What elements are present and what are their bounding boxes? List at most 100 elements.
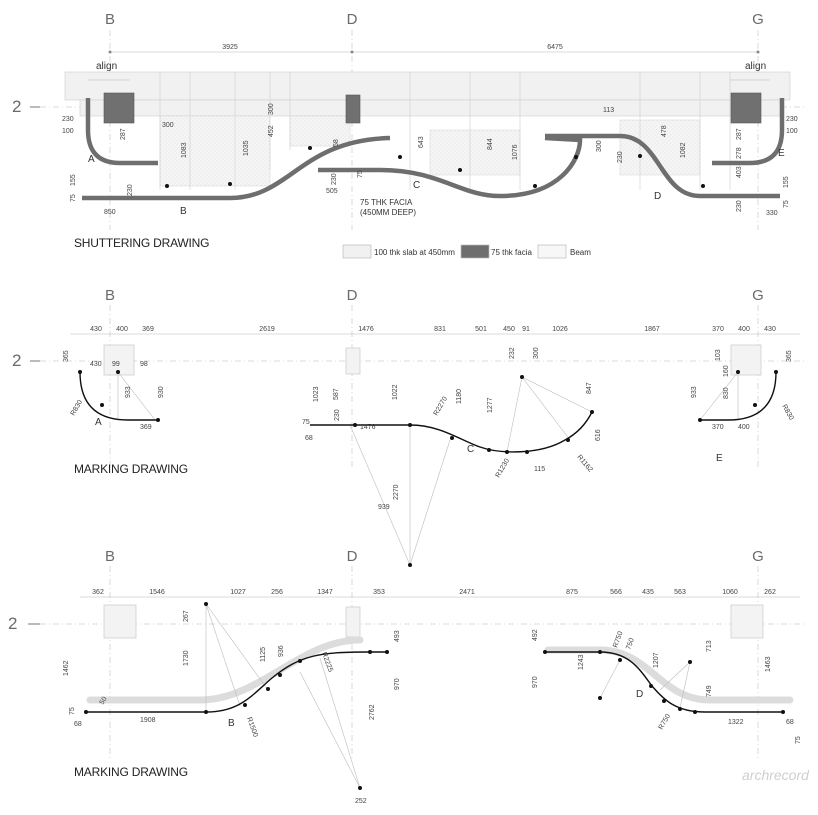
node	[618, 658, 622, 662]
svg-text:847: 847	[586, 382, 593, 394]
svg-text:R1230: R1230	[495, 458, 511, 479]
node	[100, 403, 104, 407]
svg-text:365: 365	[786, 350, 793, 362]
legend-swatch-beam	[537, 244, 567, 259]
svg-text:R1162: R1162	[575, 454, 593, 474]
dim-text: 113	[603, 107, 614, 114]
point-label-a: A	[88, 154, 95, 165]
marking-dims-2: 365 430 99 98 933 930 R830 369 1023 587 …	[63, 347, 795, 511]
node	[649, 684, 653, 688]
grid-label-d: D	[347, 287, 358, 304]
dim-text: 2619	[259, 326, 275, 333]
dim-text: 450	[503, 326, 515, 333]
svg-text:252: 252	[355, 798, 367, 805]
svg-text:R750: R750	[658, 713, 672, 731]
dim-tick	[108, 50, 112, 54]
legend: 100 thk slab at 450mm 75 thk facia Beam	[342, 244, 591, 259]
dim-text: 850	[104, 209, 116, 216]
node	[353, 423, 357, 427]
svg-text:1125: 1125	[260, 647, 267, 662]
dim-text: 91	[522, 326, 530, 333]
node	[505, 450, 509, 454]
node	[753, 403, 757, 407]
ghost-column-d	[345, 347, 361, 375]
svg-text:103: 103	[715, 349, 722, 361]
dim-text: 400	[116, 326, 128, 333]
grid-label-g: G	[752, 287, 764, 304]
facia-d	[545, 133, 780, 199]
svg-text:930: 930	[158, 386, 165, 398]
dim-text: 230	[736, 200, 743, 212]
svg-text:115: 115	[534, 466, 545, 473]
shuttering-dims: 230 100 287 300 1083 1035 452 300 58 643…	[62, 103, 798, 217]
svg-text:1277: 1277	[487, 397, 494, 413]
svg-text:1730: 1730	[183, 650, 190, 666]
svg-text:R830: R830	[70, 399, 84, 417]
watermark-text: archrecord	[742, 767, 810, 783]
dim-text: 643	[418, 136, 425, 148]
dim-text: 1026	[552, 326, 568, 333]
svg-text:970: 970	[394, 678, 401, 690]
svg-text:75: 75	[302, 419, 310, 426]
ghost-column-d	[345, 606, 361, 638]
dim-text: 369	[142, 326, 154, 333]
dim-text: 844	[487, 138, 494, 150]
dim-text: 452	[268, 125, 275, 137]
svg-text:493: 493	[394, 630, 401, 642]
node	[358, 786, 362, 790]
marking-section-2: B D G 2 362 1546 1027 256 1347 353 2471 …	[8, 548, 805, 805]
svg-text:970: 970	[532, 676, 539, 688]
hatched-void	[289, 115, 351, 147]
node	[688, 660, 692, 664]
legend-swatch-slab	[342, 244, 372, 259]
svg-text:R2225: R2225	[320, 651, 334, 673]
dim-text: 1867	[644, 326, 660, 333]
svg-text:300: 300	[533, 347, 540, 359]
dim-text: 155	[70, 174, 77, 186]
radius-lines-3	[205, 603, 691, 789]
svg-text:362: 362	[92, 589, 104, 596]
section-title-marking-2: MARKING DRAWING	[74, 765, 188, 779]
svg-text:50: 50	[99, 696, 109, 706]
grid-label-g: G	[752, 11, 764, 28]
radius-lines-2	[117, 371, 739, 566]
row-label-2: 2	[12, 97, 21, 116]
node	[598, 650, 602, 654]
grid-label-b: B	[105, 548, 115, 565]
svg-text:68: 68	[786, 719, 794, 726]
dim-text: 1083	[181, 142, 188, 158]
marking-curve-b	[86, 651, 387, 713]
node	[566, 438, 570, 442]
node	[525, 450, 529, 454]
dim-tick	[350, 50, 354, 54]
dim-text: 75	[70, 194, 77, 202]
facia-e	[712, 98, 785, 166]
node	[278, 673, 282, 677]
svg-text:75: 75	[69, 707, 76, 715]
row-label-2: 2	[12, 351, 21, 370]
svg-text:R2270: R2270	[433, 396, 449, 417]
svg-text:R830: R830	[780, 404, 794, 422]
point-label-d: D	[654, 191, 661, 202]
svg-text:933: 933	[125, 386, 132, 398]
hatched-void	[159, 115, 271, 187]
node	[156, 418, 160, 422]
node	[736, 370, 740, 374]
section-title-shuttering: SHUTTERING DRAWING	[74, 236, 209, 250]
point-label-c: C	[413, 180, 420, 191]
dim-text: 478	[661, 125, 668, 137]
svg-text:256: 256	[271, 589, 283, 596]
point-label-e: E	[716, 453, 723, 464]
svg-text:1347: 1347	[317, 589, 333, 596]
ghost-column-g	[730, 604, 764, 639]
svg-text:435: 435	[642, 589, 654, 596]
grid-label-b: B	[105, 11, 115, 28]
marking-section-1: B D G 2 430 400 369 2619 1476 831 501 45…	[12, 287, 805, 567]
section-title-marking-1: MARKING DRAWING	[74, 462, 188, 476]
svg-text:2471: 2471	[459, 589, 475, 596]
grid-label-g: G	[752, 548, 764, 565]
legend-swatch-facia	[460, 244, 490, 259]
dim-text: 230	[617, 151, 624, 163]
watermark-logo: archrecord	[742, 767, 810, 783]
